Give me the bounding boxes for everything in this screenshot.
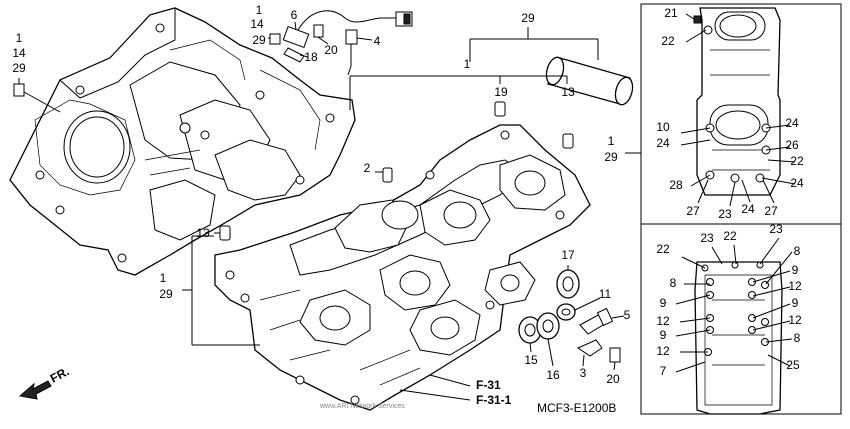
callout-s22b: 22 bbox=[723, 229, 737, 243]
oil-pipe bbox=[545, 56, 634, 106]
direction-label: FR. bbox=[48, 364, 72, 385]
bracket-left-1-29 bbox=[182, 235, 260, 346]
callout-r29: 29 bbox=[604, 150, 618, 164]
callout-s9b: 9 bbox=[660, 296, 667, 310]
callout-s9d: 9 bbox=[660, 328, 667, 342]
callout-s12c: 12 bbox=[788, 313, 802, 327]
callout-s23b: 23 bbox=[700, 231, 714, 245]
callout-c14: 14 bbox=[12, 46, 26, 60]
callout-p15: 15 bbox=[524, 353, 538, 367]
callout-t20: 20 bbox=[324, 43, 338, 57]
callout-r22a: 22 bbox=[661, 34, 675, 48]
cross-references: F-31F-31-1 bbox=[476, 378, 512, 407]
callout-s25: 25 bbox=[786, 358, 800, 372]
callout-r28: 28 bbox=[669, 178, 683, 192]
callout-s22a: 22 bbox=[656, 242, 670, 256]
lower-crankcase bbox=[214, 124, 591, 411]
callout-p20: 20 bbox=[606, 372, 620, 386]
front-direction-arrow bbox=[18, 380, 52, 400]
callout-r21: 21 bbox=[664, 6, 678, 20]
ref-f311: F-31-1 bbox=[476, 393, 512, 407]
callout-r1: 1 bbox=[608, 134, 615, 148]
callout-s9a: 9 bbox=[792, 263, 799, 277]
bracket-1-29 bbox=[349, 27, 599, 110]
bolt-20 bbox=[609, 347, 621, 371]
clip-3 bbox=[576, 339, 603, 367]
callout-t18: 18 bbox=[304, 50, 318, 64]
callout-r27a: 27 bbox=[686, 204, 700, 218]
upper-case-top-view bbox=[680, 7, 796, 207]
diagram-code: MCF3-E1200B bbox=[537, 401, 616, 415]
reference-arrows bbox=[399, 374, 471, 401]
callout-r23a: 23 bbox=[718, 207, 732, 221]
callout-s12b: 12 bbox=[656, 314, 670, 328]
callout-m19: 19 bbox=[494, 85, 508, 99]
callout-t29: 29 bbox=[252, 33, 266, 47]
sensor-group bbox=[268, 10, 413, 76]
callout-t6: 6 bbox=[291, 8, 298, 22]
callout-r24a: 24 bbox=[656, 136, 670, 150]
callout-c29: 29 bbox=[12, 61, 26, 75]
callout-t1: 1 bbox=[256, 3, 263, 17]
callout-s12d: 12 bbox=[656, 344, 670, 358]
callout-l29: 29 bbox=[159, 287, 173, 301]
callout-s9c: 9 bbox=[792, 296, 799, 310]
callout-r24d: 24 bbox=[741, 202, 755, 216]
callout-s8c: 8 bbox=[794, 331, 801, 345]
lower-case-top-view bbox=[675, 237, 793, 415]
callout-r26: 26 bbox=[785, 138, 799, 152]
callout-r24c: 24 bbox=[790, 176, 804, 190]
callout-m2: 2 bbox=[364, 161, 371, 175]
callout-r27b: 27 bbox=[764, 204, 778, 218]
callout-r10: 10 bbox=[656, 120, 670, 134]
upper-crankcase bbox=[9, 7, 356, 276]
bearing-16 bbox=[536, 312, 560, 367]
callout-m13a: 13 bbox=[561, 85, 575, 99]
callout-p11: 11 bbox=[599, 287, 612, 301]
watermark-text: www.ARI Network Services bbox=[319, 403, 405, 410]
callout-c1: 1 bbox=[16, 31, 23, 45]
bearing-17 bbox=[556, 265, 580, 299]
dowel-pins bbox=[214, 101, 574, 241]
callout-p5: 5 bbox=[624, 308, 631, 322]
washer-11 bbox=[556, 297, 601, 321]
callout-t4: 4 bbox=[374, 34, 381, 48]
callout-t14: 14 bbox=[250, 17, 264, 31]
bolt-left bbox=[13, 78, 61, 113]
callout-s8b: 8 bbox=[670, 276, 677, 290]
callout-l1: 1 bbox=[160, 271, 167, 285]
callout-m1: 1 bbox=[464, 57, 471, 71]
callout-p3: 3 bbox=[580, 366, 587, 380]
callout-s12a: 12 bbox=[788, 279, 802, 293]
callout-m13b: 13 bbox=[196, 226, 210, 240]
callout-r24b: 24 bbox=[785, 116, 799, 130]
callout-s7: 7 bbox=[660, 364, 667, 378]
callout-p17: 17 bbox=[561, 248, 575, 262]
callout-p16: 16 bbox=[546, 368, 560, 382]
callout-s8a: 8 bbox=[794, 244, 801, 258]
ref-f31: F-31 bbox=[476, 378, 501, 392]
callout-s23a: 23 bbox=[769, 222, 783, 236]
callout-m29: 29 bbox=[521, 11, 535, 25]
bolt-5 bbox=[579, 307, 625, 335]
callout-r22b: 22 bbox=[790, 154, 804, 168]
